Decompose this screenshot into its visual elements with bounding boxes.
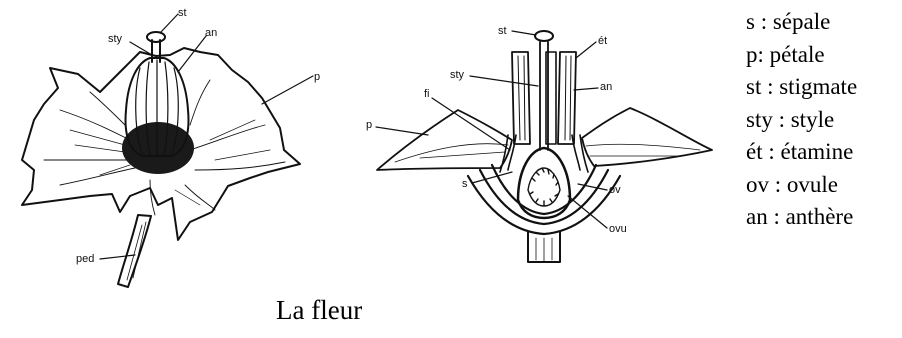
legend-item-style: sty : style [746, 104, 896, 137]
label-st-right: st [498, 25, 507, 37]
label-sty-right: sty [450, 69, 465, 81]
section-petal-right [582, 108, 712, 166]
legend-item-stigmate: st : stigmate [746, 71, 896, 104]
label-ovu: ovu [609, 223, 627, 235]
label-s: s [462, 178, 468, 190]
anther-left [512, 52, 530, 144]
label-ped: ped [76, 253, 94, 265]
label-et: ét [598, 35, 607, 47]
label-p-left: p [314, 71, 320, 83]
label-an-right: an [600, 81, 612, 93]
caption: La fleur [276, 295, 362, 326]
ovules [528, 168, 560, 206]
anther-right [558, 52, 576, 144]
stigma-shape [147, 32, 165, 42]
legend-item-sepale: s : sépale [746, 6, 896, 39]
label-fi: fi [424, 88, 430, 100]
label-st-left: st [178, 7, 187, 19]
legend-item-petale: p: pétale [746, 39, 896, 72]
legend-item-ovule: ov : ovule [746, 169, 896, 202]
flower-section-view: st ét sty an fi p s ov ovu [366, 25, 712, 262]
legend: s : sépale p: pétale st : stigmate sty :… [746, 6, 896, 234]
sepal-layers [468, 165, 620, 234]
label-ov: ov [609, 184, 621, 196]
legend-item-anthere: an : anthère [746, 201, 896, 234]
label-an-left: an [205, 27, 217, 39]
legend-item-etamine: ét : étamine [746, 136, 896, 169]
label-sty-left: sty [108, 33, 123, 45]
stigma-section [535, 31, 553, 41]
label-p-right: p [366, 119, 372, 131]
flower-external-view: st sty an p ped [22, 7, 320, 287]
